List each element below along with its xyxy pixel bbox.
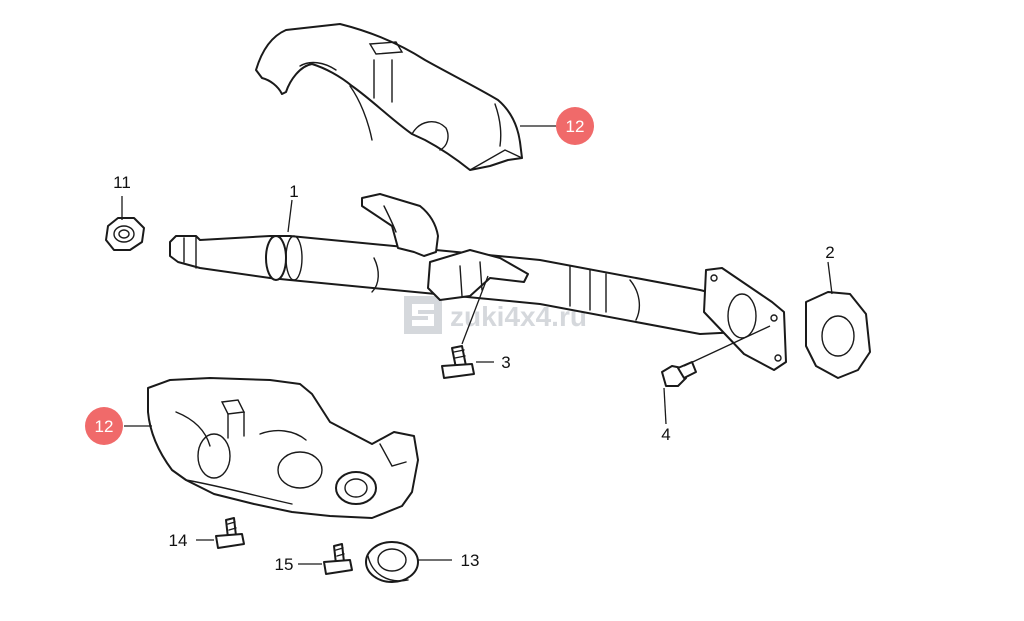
label-part-12-lower: 12 [95,417,114,436]
highlight-part-12-lower: 12 [85,407,123,445]
label-part-2: 2 [825,243,834,262]
label-part-4: 4 [661,425,670,444]
label-part-11: 11 [113,173,131,192]
part-2-plate [805,291,871,379]
part-4-bolt [661,361,697,387]
label-part-13: 13 [461,551,480,570]
label-part-3: 3 [501,353,510,372]
label-part-1: 1 [289,182,298,201]
watermark-logo-icon [404,296,442,334]
lower-column-cover [147,377,419,519]
part-13-grommet [365,541,419,583]
label-part-15: 15 [275,555,294,574]
part-11-nut [105,217,145,251]
highlight-part-12-upper: 12 [556,107,594,145]
label-part-12-upper: 12 [566,117,585,136]
steering-column [169,193,787,371]
upper-column-cover [255,23,523,171]
label-part-14: 14 [169,531,188,550]
part-labels: 11 1 2 3 4 14 15 13 12 12 [85,107,835,574]
part-3-screw [441,345,475,379]
part-15-screw [323,543,353,575]
part-14-screw [215,517,245,549]
leader-lines [121,125,833,565]
